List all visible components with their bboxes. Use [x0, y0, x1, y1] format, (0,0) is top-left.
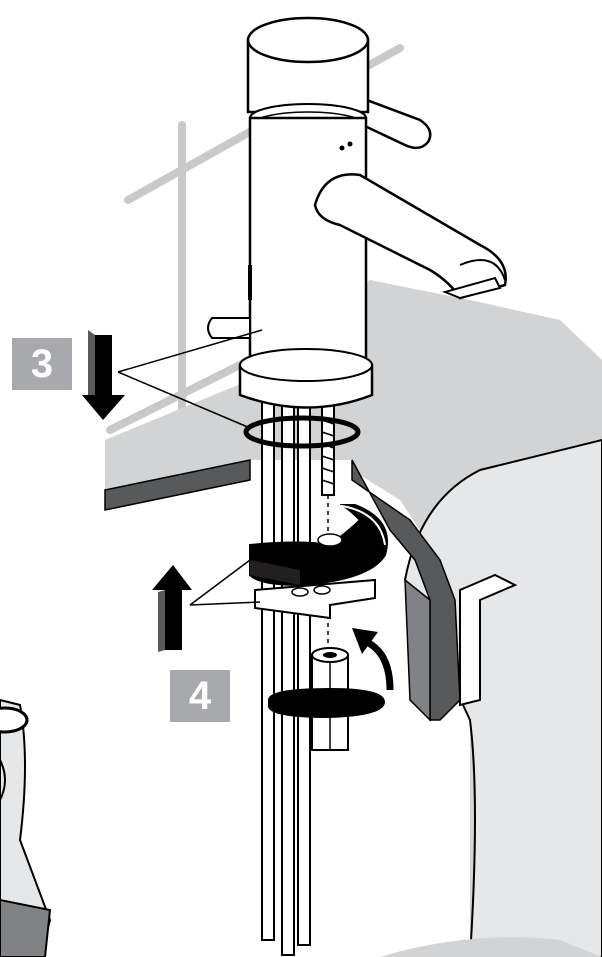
o-ring: [243, 415, 361, 449]
rotate-arrow-icon: [268, 628, 394, 718]
step-3-badge: 3: [12, 338, 72, 390]
cabinet-shadow: [380, 937, 602, 957]
fixing-clamp: [249, 504, 388, 587]
step-3-leaders: [117, 329, 263, 429]
basin-surface: [104, 280, 602, 957]
faucet-body: [207, 16, 507, 409]
supply-hoses: [261, 399, 311, 956]
arrow-down-icon: [82, 330, 125, 420]
arrow-up-icon: [152, 565, 192, 652]
step-4-leaders: [189, 559, 261, 606]
washer-plate: [254, 578, 376, 620]
side-tool: [0, 698, 52, 957]
step-4-badge: 4: [170, 670, 230, 722]
